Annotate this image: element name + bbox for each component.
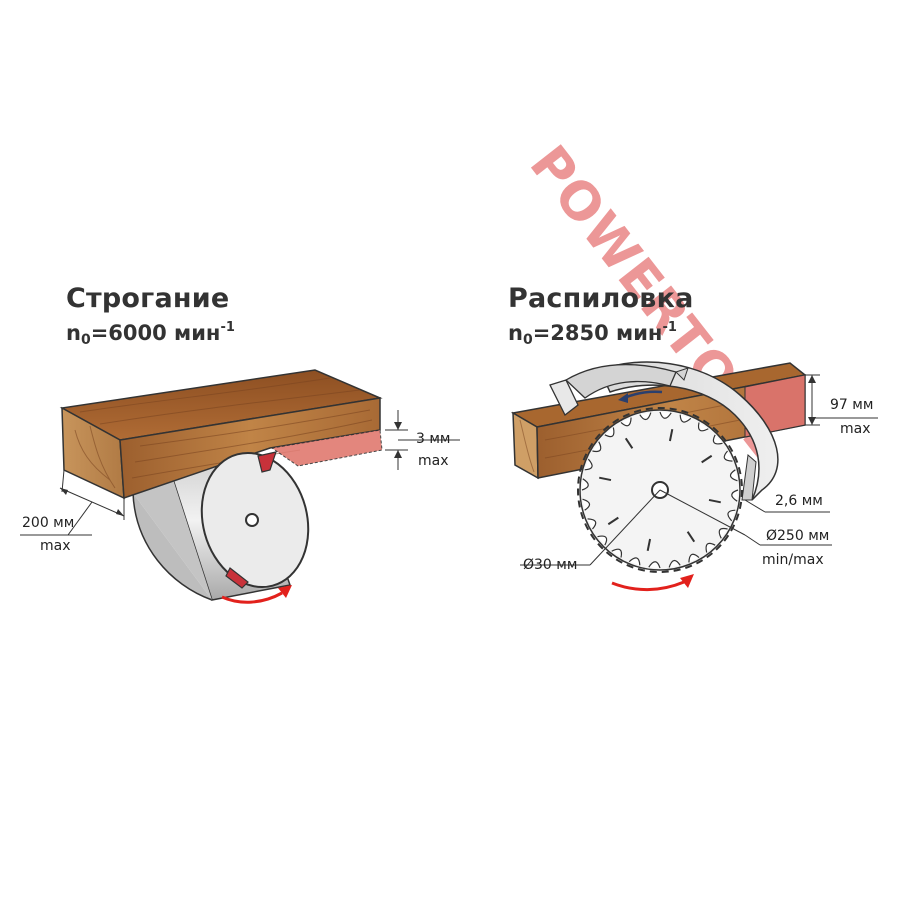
saw-diameter-note: min/max bbox=[762, 552, 824, 568]
planing-speed: n0=6000 мин-1 bbox=[66, 320, 235, 348]
saw-tooth bbox=[729, 469, 738, 482]
saw-tooth bbox=[648, 561, 661, 569]
sawing-illustration bbox=[510, 361, 878, 592]
saw-tooth bbox=[718, 527, 728, 539]
saw-tooth bbox=[597, 535, 608, 546]
saw-tooth bbox=[659, 411, 672, 419]
planer-drum-hub bbox=[245, 513, 259, 527]
saw-expansion-slot bbox=[607, 516, 619, 526]
sawing-title: Распиловка bbox=[508, 283, 694, 314]
saw-tooth bbox=[581, 478, 589, 491]
saw-tooth bbox=[731, 489, 739, 502]
saw-tooth bbox=[668, 559, 681, 568]
sawing-rotation-arrow bbox=[611, 580, 685, 592]
saw-expansion-slot bbox=[599, 476, 612, 482]
planer-knife-top bbox=[257, 451, 277, 473]
saw-tooth bbox=[611, 548, 623, 558]
sawing-height-value: 97 мм bbox=[830, 397, 874, 413]
saw-tooth bbox=[587, 518, 597, 530]
saw-expansion-slot bbox=[624, 437, 634, 449]
saw-expansion-slot bbox=[686, 531, 696, 543]
saw-expansion-slot bbox=[668, 429, 674, 442]
planing-illustration bbox=[20, 369, 460, 604]
saw-tooth bbox=[688, 553, 700, 563]
saw-tooth bbox=[584, 458, 593, 471]
sawing-height-note: max bbox=[840, 421, 871, 437]
saw-expansion-slot bbox=[701, 454, 713, 464]
saw-tooth bbox=[639, 412, 652, 421]
saw-tooth bbox=[697, 422, 709, 432]
planing-cut-layer bbox=[270, 429, 383, 467]
planing-rotation-arrow bbox=[221, 591, 283, 604]
planing-depth-note: max bbox=[418, 453, 449, 469]
planing-width-note: max bbox=[40, 538, 71, 554]
saw-tooth bbox=[620, 417, 632, 427]
saw-tooth bbox=[723, 450, 733, 462]
saw-expansion-slot bbox=[646, 538, 652, 551]
planing-title: Строгание bbox=[66, 283, 230, 314]
saw-kerf-value: 2,6 мм bbox=[775, 493, 823, 509]
saw-bore-value: Ø30 мм bbox=[523, 557, 578, 573]
saw-tooth bbox=[628, 557, 641, 566]
sawing-speed: n0=2850 мин-1 bbox=[508, 320, 677, 348]
saw-tooth bbox=[604, 427, 615, 438]
saw-diameter-value: Ø250 мм bbox=[766, 528, 830, 544]
saw-blade-guard bbox=[598, 361, 779, 501]
planing-depth-value: 3 мм bbox=[416, 431, 451, 447]
planing-width-value: 200 мм bbox=[22, 515, 75, 531]
saw-blade bbox=[577, 407, 746, 573]
saw-tooth bbox=[679, 414, 692, 423]
saw-tooth bbox=[592, 441, 602, 453]
saw-tooth bbox=[582, 498, 591, 511]
saw-expansion-slot bbox=[708, 498, 721, 504]
saw-tooth bbox=[705, 542, 716, 553]
saw-tooth bbox=[712, 434, 723, 445]
saw-tooth bbox=[727, 509, 736, 522]
planer-knife-bottom bbox=[225, 567, 249, 589]
